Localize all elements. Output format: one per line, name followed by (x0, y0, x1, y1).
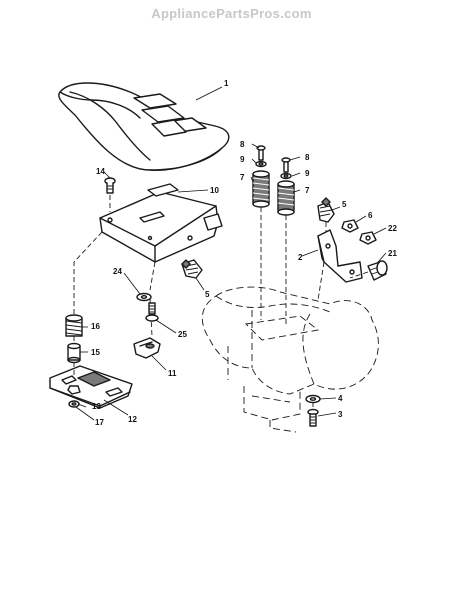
callout-11: 11 (168, 369, 177, 378)
nut-22-part[interactable] (359, 231, 377, 245)
nut-6-part[interactable] (341, 219, 359, 233)
washer-9-right-part[interactable] (280, 172, 292, 180)
bolt-21-part[interactable] (367, 260, 388, 281)
callout-9-right: 9 (305, 169, 310, 178)
spring-16-part[interactable] (65, 314, 83, 337)
seat-part[interactable] (58, 82, 230, 171)
bolt-3-part[interactable] (307, 408, 319, 427)
callout-3: 3 (338, 410, 343, 419)
knob-5-lower-part[interactable] (181, 259, 203, 279)
screw-8-left-part[interactable] (256, 145, 266, 161)
callout-8-left: 8 (240, 140, 245, 149)
seat-pan-part[interactable] (99, 183, 223, 263)
mounting-bracket-2-part[interactable] (317, 229, 363, 283)
adjust-lever-11-part[interactable] (133, 337, 161, 359)
callout-6: 6 (368, 211, 373, 220)
callout-13: 13 (92, 402, 101, 411)
spring-7-right-part[interactable] (277, 180, 295, 216)
callout-14: 14 (96, 167, 105, 176)
bolt-14-part[interactable] (104, 177, 116, 194)
callout-24: 24 (113, 267, 122, 276)
callout-25: 25 (178, 330, 187, 339)
screw-8-right-part[interactable] (281, 157, 291, 173)
spring-7-left-part[interactable] (252, 170, 270, 208)
callout-5-lower: 5 (205, 290, 210, 299)
slide-plate-12-part[interactable] (49, 365, 133, 409)
callout-2: 2 (298, 253, 303, 262)
washer-24-part[interactable] (136, 292, 152, 302)
callout-21: 21 (388, 249, 397, 258)
callout-12: 12 (128, 415, 137, 424)
callout-7-right: 7 (305, 186, 310, 195)
screw-25-part[interactable] (145, 302, 159, 322)
watermark: AppliancePartsPros.com (151, 6, 312, 21)
callout-15: 15 (91, 348, 100, 357)
washer-9-left-part[interactable] (255, 160, 267, 168)
callout-22: 22 (388, 224, 397, 233)
washer-4-part[interactable] (305, 394, 321, 404)
callout-9-left: 9 (240, 155, 245, 164)
knob-5-upper-part[interactable] (317, 197, 335, 223)
callout-1: 1 (224, 79, 229, 88)
callout-16: 16 (91, 322, 100, 331)
callout-5-upper: 5 (342, 200, 347, 209)
callout-10: 10 (210, 186, 219, 195)
callout-4: 4 (338, 394, 343, 403)
washer-17-part[interactable] (68, 400, 80, 408)
callout-8-right: 8 (305, 153, 310, 162)
nut-13-part[interactable] (67, 385, 81, 395)
callout-7-left: 7 (240, 173, 245, 182)
tractor-body-outline (201, 286, 379, 433)
callout-17: 17 (95, 418, 104, 427)
bushing-15-part[interactable] (67, 342, 81, 364)
